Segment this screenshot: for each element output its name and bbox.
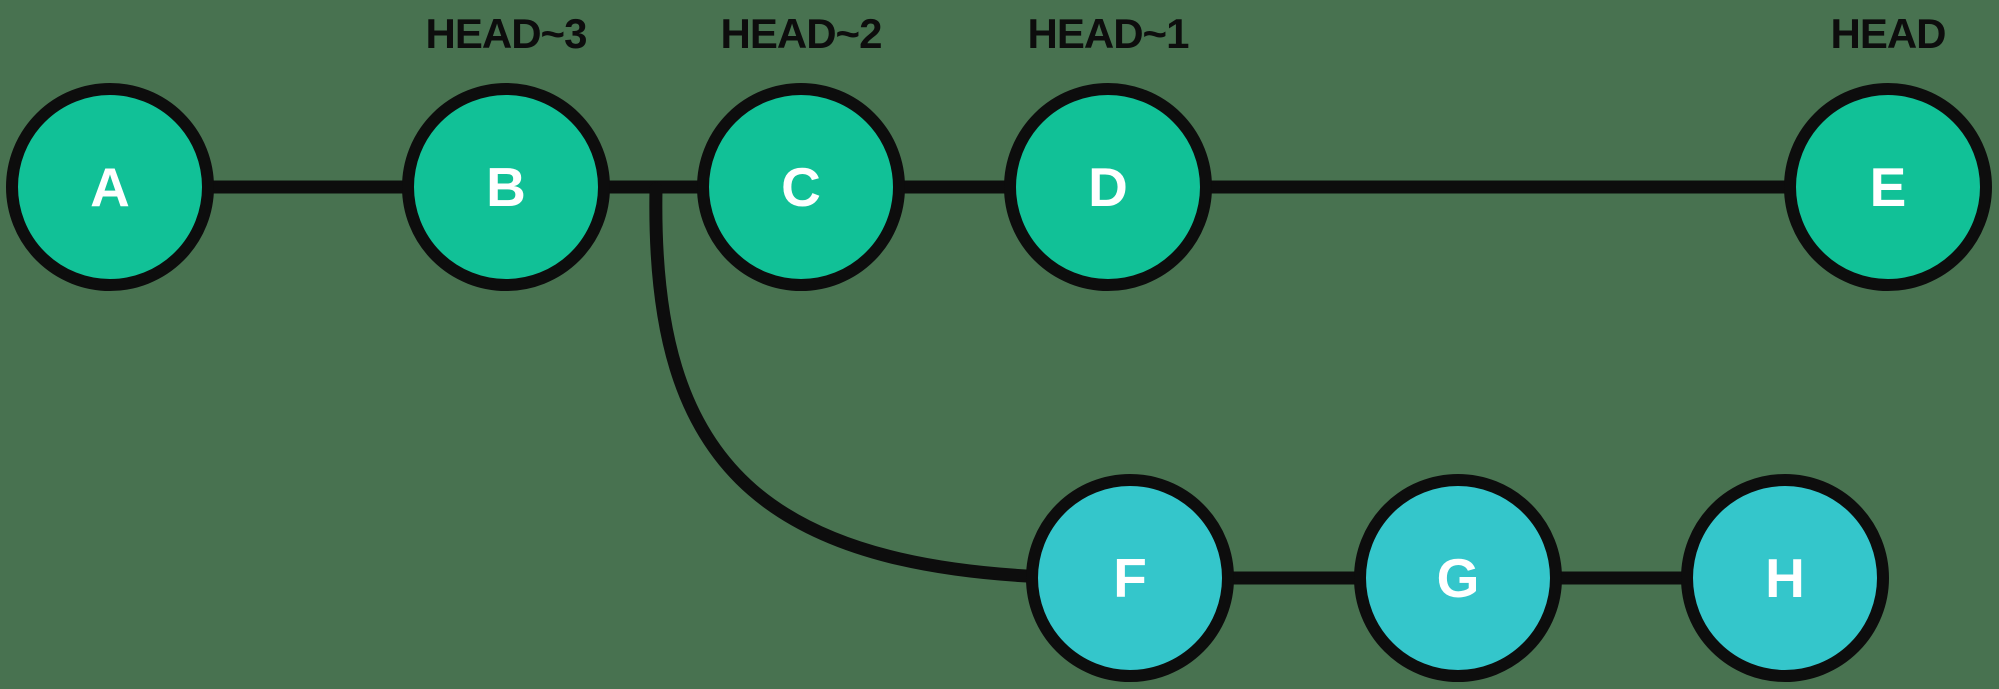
commit-node-b: B	[402, 83, 610, 291]
commit-node-a: A	[6, 83, 214, 291]
head-label-c: HEAD~2	[720, 10, 883, 57]
commit-node-g: G	[1354, 474, 1562, 682]
edge-b-f	[649, 182, 1137, 585]
commit-node-d: D	[1004, 83, 1212, 291]
commit-node-c: C	[697, 83, 905, 291]
head-label-b: HEAD~3	[425, 10, 588, 57]
commit-node-e: E	[1784, 83, 1992, 291]
commit-node-f: F	[1026, 474, 1234, 682]
commit-node-h: H	[1681, 474, 1889, 682]
head-label-e: HEAD	[1830, 10, 1946, 57]
head-label-d: HEAD~1	[1027, 10, 1190, 57]
